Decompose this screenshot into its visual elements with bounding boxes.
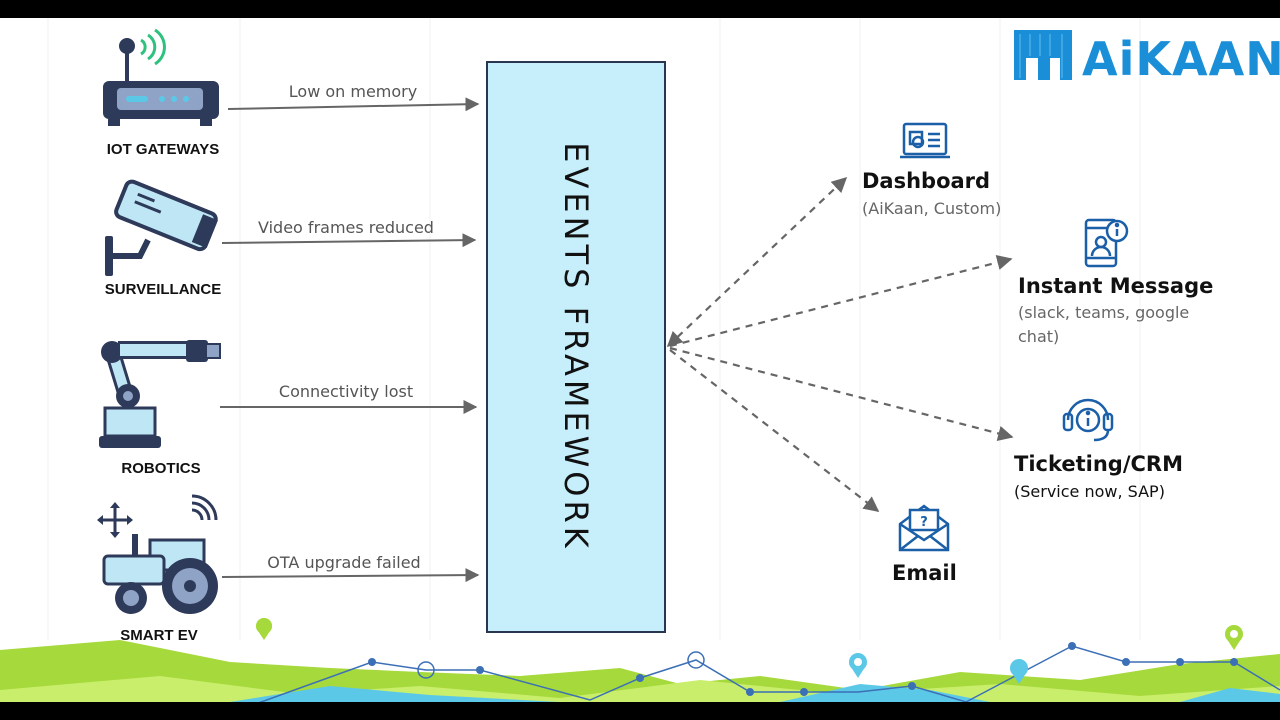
email-icon: ?	[898, 504, 950, 552]
arrow-to-instant-message	[669, 254, 1013, 348]
arrow-surveillance	[221, 233, 477, 248]
destination-subtitle-ticketing: (Service now, SAP)	[1014, 482, 1165, 501]
arrow-to-dashboard	[666, 176, 848, 348]
arrow-iot-gateways	[227, 97, 480, 112]
destination-title-ticketing: Ticketing/CRM	[1014, 452, 1183, 476]
arrow-smart-ev	[221, 568, 480, 583]
source-label-surveillance: SURVEILLANCE	[104, 281, 222, 298]
event-label-low-memory: Low on memory	[288, 82, 418, 101]
source-arrows	[220, 97, 480, 583]
source-label-robotics: ROBOTICS	[121, 460, 201, 477]
robot-arm-icon	[99, 340, 221, 448]
destination-title-instant-message: Instant Message	[1018, 274, 1214, 298]
letterbox-bottom	[0, 702, 1280, 720]
dashboard-icon	[900, 122, 950, 159]
event-label-video-frames: Video frames reduced	[258, 218, 434, 237]
decorative-landscape	[0, 618, 1280, 707]
event-label-ota-failed: OTA upgrade failed	[267, 553, 421, 572]
events-framework-box	[486, 61, 666, 633]
source-label-smart-ev: SMART EV	[120, 627, 198, 644]
arrow-to-ticketing	[669, 346, 1014, 441]
event-label-connectivity-lost: Connectivity lost	[278, 382, 414, 401]
headset-icon	[1062, 398, 1114, 442]
letterbox-top	[0, 0, 1280, 18]
destination-arrows	[666, 176, 1014, 512]
source-label-iot-gateways: IOT GATEWAYS	[106, 141, 220, 158]
destination-title-email: Email	[892, 561, 957, 585]
destination-title-dashboard: Dashboard	[862, 169, 991, 193]
tractor-icon	[97, 494, 218, 614]
mobile-message-icon	[1084, 218, 1129, 268]
events-framework-title: EVENTS FRAMEWORK	[557, 142, 595, 552]
svg-text:?: ?	[920, 515, 928, 530]
aikaan-logo-mark	[1014, 30, 1072, 80]
destination-subtitle-dashboard: (AiKaan, Custom)	[862, 199, 1002, 218]
camera-icon	[105, 179, 218, 276]
aikaan-logo-text: AiKAAN	[1082, 32, 1280, 86]
arrow-to-email	[669, 349, 880, 512]
router-icon	[103, 28, 219, 126]
background-grid	[47, 18, 1141, 640]
destination-subtitle-instant-message: (slack, teams, google chat)	[1018, 303, 1190, 346]
